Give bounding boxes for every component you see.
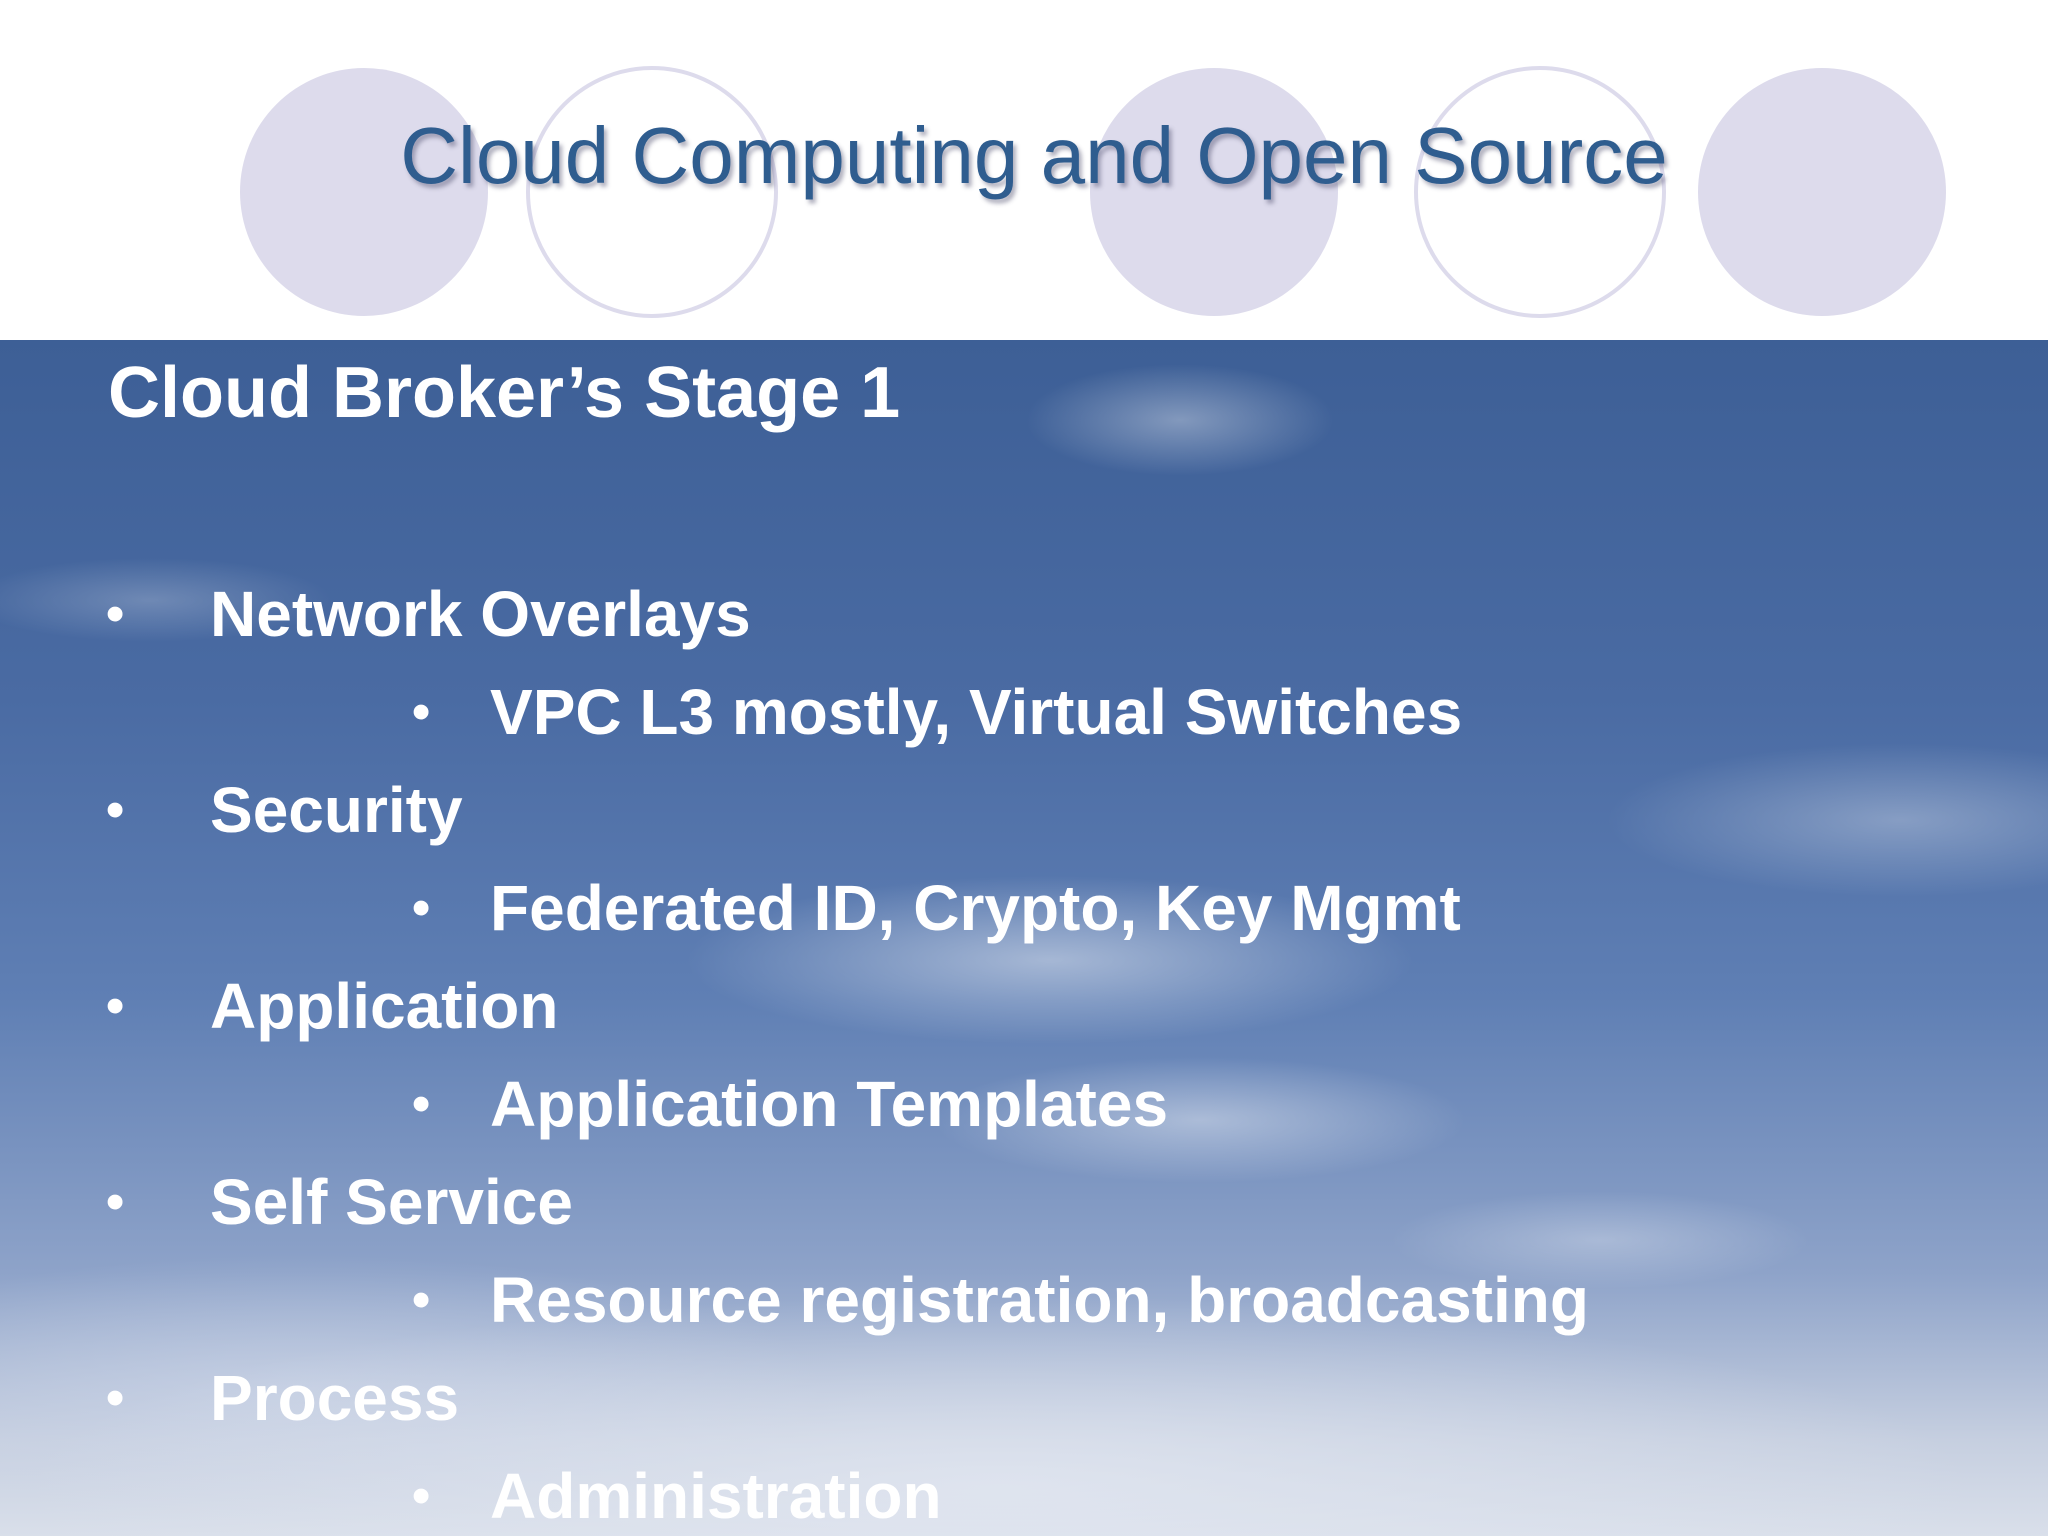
bullet-item-application: • Application	[106, 968, 559, 1044]
header-title: Cloud Computing and Open Source	[400, 111, 1668, 200]
sub-bullet-label: Resource registration, broadcasting	[490, 1264, 1589, 1336]
decorative-circle-outline	[1414, 66, 1666, 318]
bullet-icon: •	[412, 1075, 431, 1133]
decorative-circle-outline	[526, 66, 778, 318]
bullet-icon: •	[412, 1467, 431, 1525]
bullet-icon: •	[106, 1369, 125, 1427]
sub-bullet-item: • Resource registration, broadcasting	[412, 1262, 1589, 1338]
decorative-circle-filled	[240, 68, 488, 316]
bullet-label: Security	[210, 774, 463, 846]
sub-bullet-item: • Administration	[412, 1458, 942, 1534]
header-band: Cloud Computing and Open Source	[0, 0, 2048, 340]
sub-bullet-label: Federated ID, Crypto, Key Mgmt	[490, 872, 1461, 944]
bullet-label: Network Overlays	[210, 578, 751, 650]
sub-bullet-label: VPC L3 mostly, Virtual Switches	[490, 676, 1463, 748]
bullet-icon: •	[106, 1173, 125, 1231]
bullet-icon: •	[106, 781, 125, 839]
sky-background	[0, 340, 2048, 1536]
sub-bullet-item: • VPC L3 mostly, Virtual Switches	[412, 674, 1463, 750]
bullet-label: Self Service	[210, 1166, 573, 1238]
slide-title: Cloud Broker’s Stage 1	[108, 353, 901, 433]
sub-bullet-item: • Federated ID, Crypto, Key Mgmt	[412, 870, 1461, 946]
bullet-label: Application	[210, 970, 559, 1042]
decorative-circle-filled	[1090, 68, 1338, 316]
bullet-icon: •	[412, 683, 431, 741]
bullet-item-process: • Process	[106, 1360, 460, 1436]
bullet-icon: •	[412, 879, 431, 937]
sub-bullet-label: Application Templates	[490, 1068, 1169, 1140]
sub-bullet-item: • Application Templates	[412, 1066, 1169, 1142]
sub-bullet-label: Administration	[490, 1460, 942, 1532]
bullet-item-network-overlays: • Network Overlays	[106, 576, 751, 652]
decorative-circle-filled	[1698, 68, 1946, 316]
bullet-icon: •	[106, 977, 125, 1035]
bullet-icon: •	[106, 585, 125, 643]
bullet-icon: •	[412, 1271, 431, 1329]
bullet-item-self-service: • Self Service	[106, 1164, 573, 1240]
bullet-label: Process	[210, 1362, 460, 1434]
bullet-item-security: • Security	[106, 772, 463, 848]
